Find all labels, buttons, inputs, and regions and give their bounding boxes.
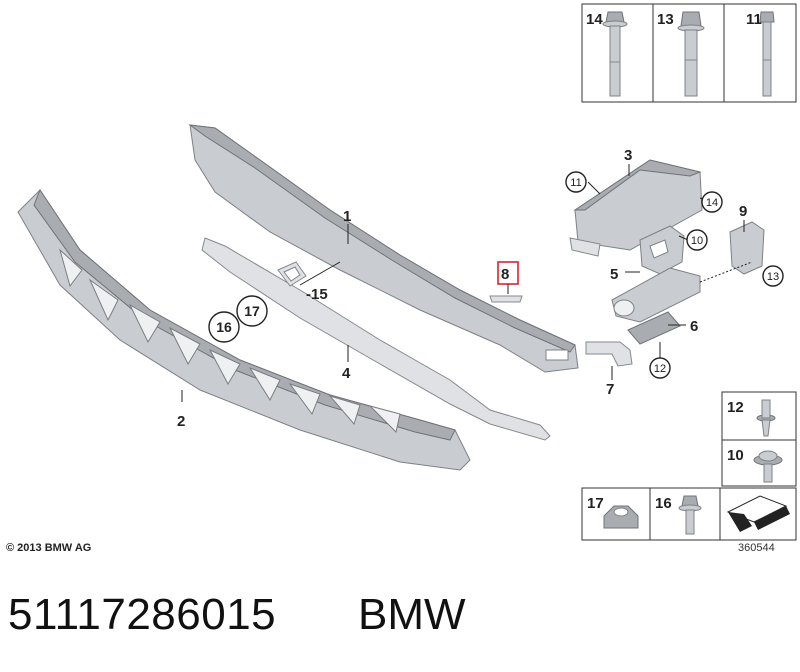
box-label-16: 16 xyxy=(655,495,672,512)
brand-name: BMW xyxy=(358,590,466,639)
callout-16-circle: 16 xyxy=(208,311,240,343)
svg-text:14: 14 xyxy=(706,197,718,209)
part-4-bracket-strip xyxy=(201,237,551,441)
hardware-box-right: 12 10 xyxy=(721,391,797,487)
part-crash-tube xyxy=(611,267,701,323)
callout-2: 2 xyxy=(177,413,185,430)
callout-12-circle: 12 xyxy=(649,357,671,379)
box-label-17: 17 xyxy=(587,495,604,512)
box-label-13: 13 xyxy=(657,11,674,28)
callout-7: 7 xyxy=(606,381,614,398)
part-7-cover xyxy=(585,341,633,367)
callout-8: 8 xyxy=(501,266,509,283)
box-label-11: 11 xyxy=(746,11,762,28)
part-9-bracket xyxy=(729,221,765,275)
part-15-gasket xyxy=(277,261,307,287)
svg-text:12: 12 xyxy=(654,363,666,375)
callout-6: 6 xyxy=(690,318,698,335)
callout-4: 4 xyxy=(342,365,351,382)
callout-17-circle: 17 xyxy=(236,295,268,327)
rivet-12-icon xyxy=(756,399,776,437)
nut-17-icon xyxy=(603,505,639,529)
box-label-14: 14 xyxy=(586,11,603,28)
part-8-clip[interactable]: 8 xyxy=(489,261,523,303)
callout-10-circle: 10 xyxy=(686,229,708,251)
bolt-16-icon xyxy=(678,495,702,535)
callout-14-circle: 14 xyxy=(701,191,723,213)
svg-text:10: 10 xyxy=(691,235,703,247)
bolt-13-icon xyxy=(677,11,705,97)
callout-11-circle: 11 xyxy=(565,171,587,193)
svg-text:11: 11 xyxy=(570,177,581,189)
copyright-text: © 2013 BMW AG xyxy=(6,542,92,554)
callout-13-circle: 13 xyxy=(762,265,784,287)
callout-1: 1 xyxy=(343,208,351,225)
screw-10-icon xyxy=(753,450,783,483)
svg-text:17: 17 xyxy=(244,303,260,319)
bolt-14-icon xyxy=(602,11,628,97)
part-number: 51117286015 xyxy=(8,590,277,639)
svg-text:13: 13 xyxy=(767,271,779,283)
direction-arrow-icon xyxy=(726,495,790,532)
callout-9: 9 xyxy=(739,203,747,220)
callout-15: -15 xyxy=(306,286,328,303)
part-6-pad xyxy=(627,311,681,345)
box-label-10: 10 xyxy=(727,447,744,464)
part-2-front-carrier xyxy=(17,188,471,471)
drawing-number: 360544 xyxy=(738,542,775,554)
callout-5: 5 xyxy=(610,266,618,283)
hardware-box-bottom: 17 16 xyxy=(581,487,797,541)
part-10-bracket xyxy=(639,225,685,275)
svg-text:16: 16 xyxy=(216,319,232,335)
bolt-11-icon xyxy=(759,11,775,97)
part-1-bumper-carrier xyxy=(188,124,579,373)
box-label-12: 12 xyxy=(727,399,744,416)
leader-lines xyxy=(181,164,753,402)
callout-3: 3 xyxy=(624,147,632,164)
hardware-box-top: 14 13 11 xyxy=(581,3,797,103)
